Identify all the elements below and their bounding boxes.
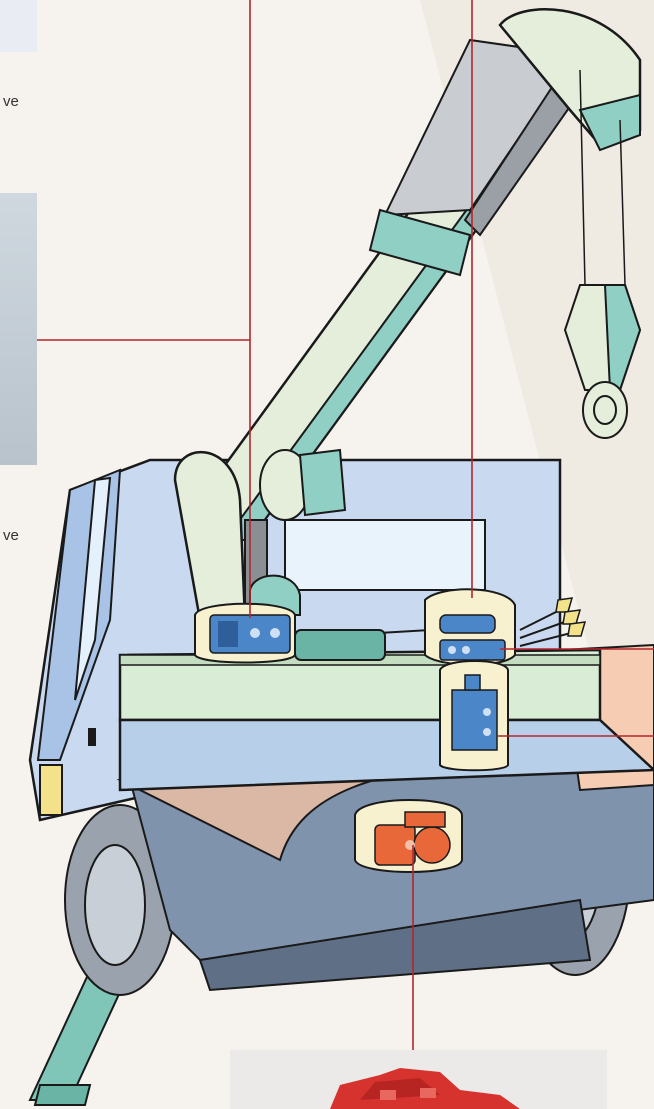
solenoid-valve-icon (425, 589, 515, 664)
manifold-block-icon (440, 661, 508, 770)
hydraulic-pump-icon (355, 800, 462, 872)
hydraulic-valve-icon (195, 604, 295, 663)
pump-photo (230, 1050, 607, 1109)
truck-bed (120, 645, 654, 790)
